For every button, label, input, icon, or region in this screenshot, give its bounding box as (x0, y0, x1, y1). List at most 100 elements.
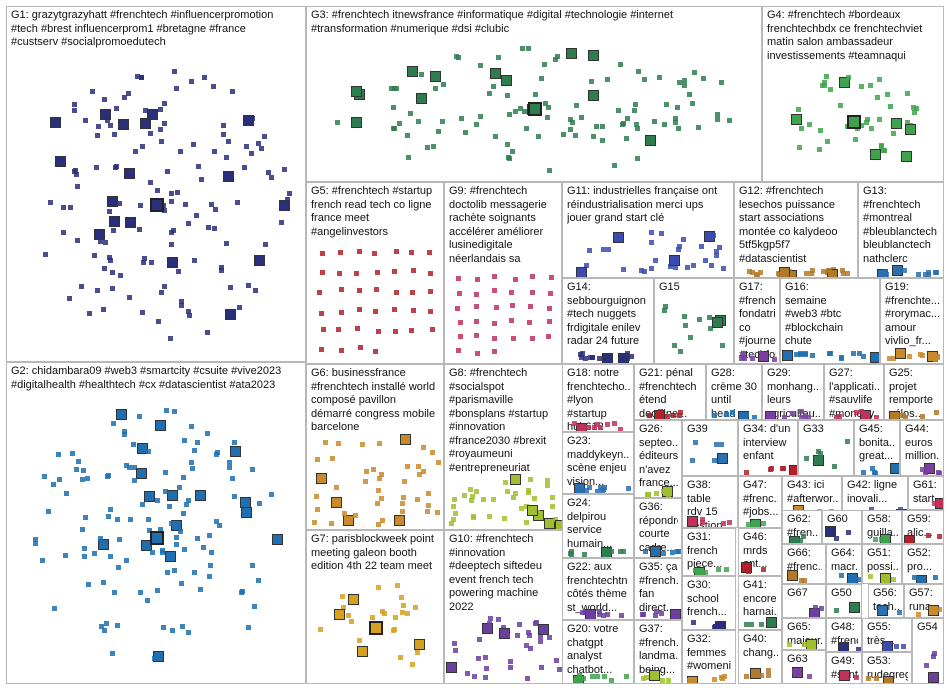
node (249, 151, 255, 157)
group-g18: G18: notre frenchtecho... #lyon #startup… (562, 364, 634, 432)
user-avatar (415, 92, 427, 104)
node (269, 491, 275, 497)
node (97, 239, 103, 245)
node (179, 303, 185, 309)
node (537, 639, 543, 645)
node (207, 562, 213, 568)
node (424, 145, 430, 150)
node (190, 141, 196, 147)
node (923, 663, 929, 669)
node (529, 335, 535, 341)
group-g34: G34: d'un interview enfant (738, 420, 798, 476)
node (155, 187, 161, 193)
node (636, 69, 642, 75)
node (477, 113, 483, 119)
node (512, 277, 518, 283)
node (208, 549, 214, 555)
node (642, 269, 648, 275)
group-label: G14: sebbourguignon #tech nuggets frdigi… (567, 281, 646, 347)
node (105, 474, 111, 480)
user-avatar (575, 267, 587, 277)
node (883, 268, 889, 274)
node (181, 547, 187, 552)
user-avatar (788, 465, 797, 475)
node (509, 289, 515, 295)
node (256, 501, 262, 507)
user-avatar (342, 515, 354, 527)
node (600, 247, 606, 253)
node (176, 269, 182, 275)
node (726, 520, 732, 526)
node (635, 126, 641, 132)
group-g52: G52: pro... (902, 544, 944, 584)
node (726, 118, 732, 124)
group-g12: G12: #frenchtech lesechos puissance star… (734, 182, 858, 278)
user-avatar (717, 453, 729, 465)
node (470, 513, 476, 519)
node (525, 629, 531, 635)
node (334, 120, 340, 126)
node (146, 516, 152, 522)
node (758, 269, 764, 275)
user-avatar (315, 473, 327, 485)
node (182, 437, 188, 443)
node (484, 666, 489, 672)
group-label: G13: #frenchtech #montreal #bleublanctec… (863, 185, 938, 265)
node (583, 356, 589, 362)
group-label: G10: #frenchtech #innovation #deeptech s… (449, 533, 542, 613)
node (594, 421, 600, 427)
node (516, 621, 522, 627)
node (890, 131, 896, 137)
node (570, 119, 576, 125)
node (605, 422, 610, 428)
node (708, 263, 714, 269)
node (593, 123, 599, 129)
node (106, 208, 112, 214)
node (553, 57, 559, 63)
node (382, 610, 388, 616)
user-avatar (241, 507, 253, 519)
node (855, 646, 861, 651)
node (378, 495, 384, 501)
user-avatar (527, 504, 539, 516)
node (846, 529, 852, 535)
node (378, 471, 384, 477)
node (717, 244, 723, 250)
node (415, 119, 421, 125)
node (139, 144, 145, 150)
node (392, 329, 398, 335)
node (155, 497, 161, 503)
node (922, 470, 928, 475)
node (783, 269, 789, 275)
user-avatar (139, 117, 151, 129)
node (800, 534, 806, 540)
node (648, 240, 654, 246)
node (394, 249, 400, 255)
node (661, 308, 667, 314)
node (154, 588, 160, 594)
group-label: G25: projet remporte vélos... (889, 367, 934, 420)
node (146, 448, 152, 454)
node (374, 500, 380, 506)
node (339, 287, 345, 293)
user-avatar (826, 269, 838, 277)
group-g6: G6: businessfrance #frenchtech installé … (306, 364, 444, 530)
node (227, 284, 233, 290)
node (870, 465, 876, 471)
user-avatar (848, 601, 860, 613)
node (761, 520, 767, 526)
user-avatar (838, 77, 850, 89)
node (159, 548, 165, 554)
node (653, 258, 658, 264)
node (611, 421, 617, 427)
node (673, 115, 679, 121)
node (315, 507, 321, 513)
node (525, 675, 531, 681)
node (822, 82, 828, 88)
node (149, 549, 155, 555)
node (353, 271, 359, 277)
user-avatar (565, 47, 577, 59)
node (845, 270, 851, 276)
node (227, 460, 233, 466)
